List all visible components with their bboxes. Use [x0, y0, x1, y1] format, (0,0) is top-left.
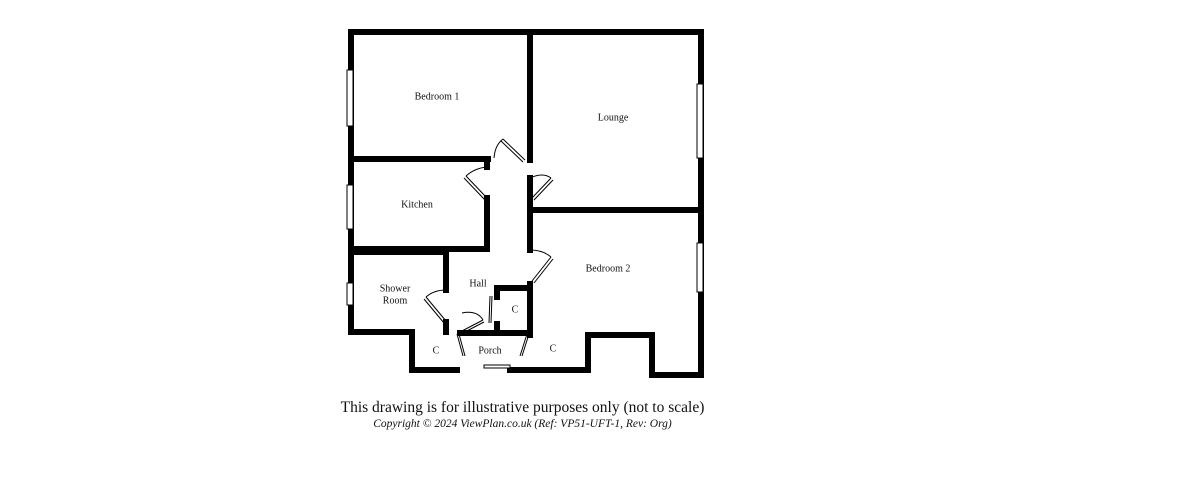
window: [483, 364, 511, 369]
room-label-lounge: Lounge: [597, 112, 629, 124]
walls: [348, 29, 704, 378]
outer-wall-left-cupboard: [409, 329, 460, 373]
room-label-porch: Porch: [478, 345, 502, 357]
disclaimer-text: This drawing is for illustrative purpose…: [340, 399, 705, 416]
room-label-kitchen: Kitchen: [401, 199, 433, 211]
room-label-hall: Hall: [469, 278, 487, 290]
room-label-shower-room: Room: [382, 295, 408, 307]
outer-wall: [348, 29, 704, 378]
window: [346, 69, 354, 127]
room-label-bedroom-2: Bedroom 2: [585, 263, 631, 275]
window: [346, 184, 354, 230]
room-label-cupboard-hall: C: [511, 304, 519, 316]
room-label-cupboard-right: C: [549, 343, 557, 355]
copyright-text: Copyright © 2024 ViewPlan.co.uk (Ref: VP…: [373, 418, 672, 430]
window: [696, 83, 704, 159]
window: [346, 282, 354, 306]
windows: [346, 69, 704, 369]
room-label-cupboard-left: C: [432, 345, 440, 357]
window: [696, 242, 704, 293]
room-label-shower: Shower: [379, 283, 411, 295]
room-label-bedroom-1: Bedroom 1: [414, 91, 460, 103]
doors: [423, 138, 554, 357]
